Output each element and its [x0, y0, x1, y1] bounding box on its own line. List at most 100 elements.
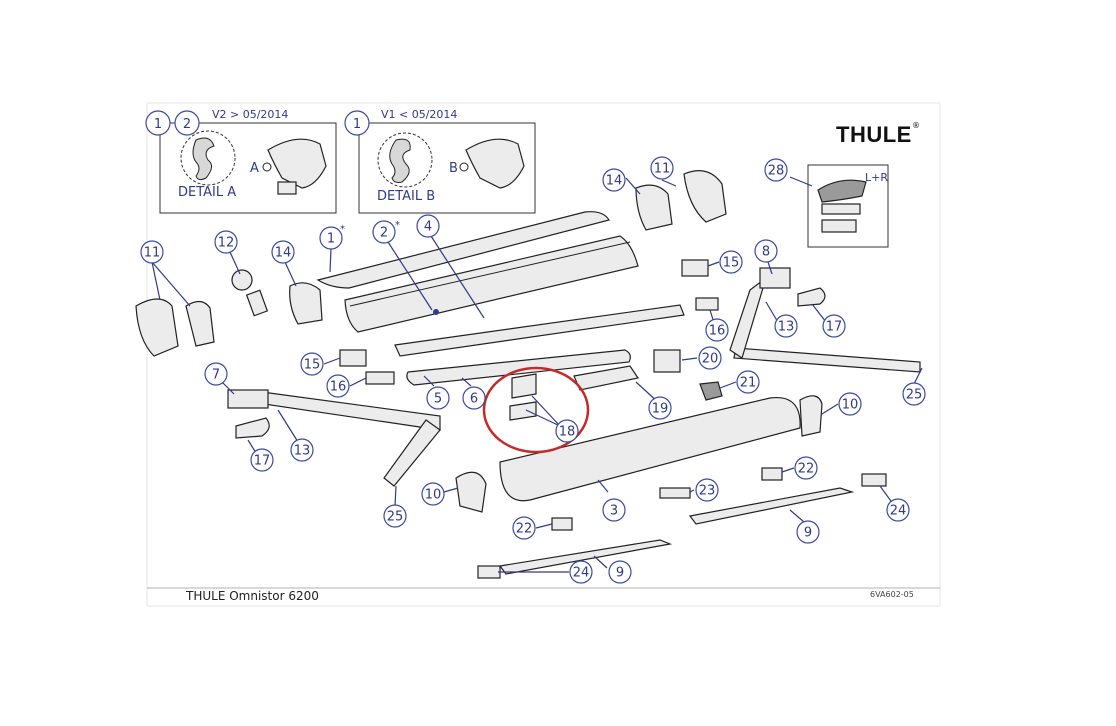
callout-bubble — [555, 419, 579, 443]
callout-bubble — [462, 386, 486, 410]
callout-number: 16 — [709, 324, 726, 339]
footer-code: 6VA602-05 — [870, 590, 914, 599]
callout-22a: 22 — [794, 456, 818, 480]
part-1-cover — [316, 211, 610, 289]
callout-4: 4 — [416, 214, 440, 238]
part-6-roller — [406, 349, 631, 386]
callout-28: 28 — [764, 158, 788, 182]
callout-bubble — [140, 240, 164, 264]
callout-16a: 16 — [705, 318, 729, 342]
star-mark-1: * — [340, 224, 345, 235]
callout-number: 10 — [425, 488, 442, 503]
callout-11a: 11 — [140, 240, 164, 264]
detail-a-bubble-1 — [145, 110, 171, 136]
callout-15a: 15 — [719, 250, 743, 274]
detail-a-version: V2 > 05/2014 — [212, 108, 288, 121]
callout-number: 19 — [652, 402, 669, 417]
right-arm-upper — [729, 276, 768, 359]
callout-bubble — [214, 230, 238, 254]
kit-28-panel: L+R — [807, 164, 889, 248]
callout-23: 23 — [695, 478, 719, 502]
part-11-left — [135, 298, 179, 357]
callout-number: 15 — [723, 256, 740, 271]
part-9-rail-right — [688, 487, 855, 525]
callout-bubble — [794, 456, 818, 480]
kit-28-bracket-icon — [817, 179, 867, 203]
callout-number: 24 — [573, 566, 590, 581]
callout-18: 18 — [555, 419, 579, 443]
callout-number: 6 — [470, 392, 478, 407]
part-22-right — [761, 467, 783, 481]
detail-a-panel: 1 2 V2 > 05/2014 DETAIL A A — [145, 108, 337, 214]
callout-bubble — [838, 392, 862, 416]
part-7-shoulder — [227, 389, 269, 409]
callout-number: 5 — [434, 392, 442, 407]
part-8-shoulder — [759, 267, 791, 289]
callout-8: 8 — [754, 239, 778, 263]
callout-6: 6 — [462, 386, 486, 410]
detail-b-bubble-1-label: 1 — [353, 117, 361, 132]
callout-bubble — [372, 220, 396, 244]
part-11-left-b — [185, 300, 215, 347]
callout-bubble — [326, 374, 350, 398]
left-arm-upper — [261, 391, 441, 431]
part-19-bracket — [573, 365, 639, 391]
callout-5: 5 — [426, 386, 450, 410]
callout-number: 18 — [559, 425, 576, 440]
callout-number: 14 — [275, 246, 292, 261]
callout-number: 25 — [387, 510, 404, 525]
part-15-left — [339, 349, 367, 367]
detail-b-label: DETAIL B — [377, 189, 435, 204]
callout-bubble — [774, 314, 798, 338]
detail-b-marker-dot — [459, 162, 469, 172]
thule-logo-mark: ® — [912, 121, 920, 130]
detail-a-marker-dot — [262, 162, 272, 172]
callout-bubble — [602, 498, 626, 522]
detail-a-zoom-circle — [180, 130, 236, 186]
callout-bubble — [290, 438, 314, 462]
insert-a-icon — [277, 181, 297, 195]
detail-b-profile-icon — [389, 138, 411, 183]
callout-number: 25 — [906, 388, 923, 403]
callout-bubble — [204, 362, 228, 386]
highlight-ring-part-18 — [482, 366, 590, 454]
callout-15b: 15 — [300, 352, 324, 376]
callout-bubble — [902, 382, 926, 406]
detail-a-label: DETAIL A — [178, 185, 236, 200]
callout-17b: 17 — [250, 448, 274, 472]
part-3-front-bar — [499, 396, 801, 502]
callout-number: 14 — [606, 174, 623, 189]
callout-number: 7 — [212, 368, 220, 383]
callout-number: 20 — [702, 352, 719, 367]
part-18-clip-base — [509, 401, 537, 421]
callout-number: 8 — [762, 245, 770, 260]
callout-bubble — [383, 504, 407, 528]
detail-a-bubble-2-label: 2 — [183, 117, 191, 132]
callout-number: 9 — [616, 566, 624, 581]
callout-10b: 10 — [421, 482, 445, 506]
kit-28-note: L+R — [865, 171, 888, 184]
callout-number: 13 — [778, 320, 795, 335]
awning-parts — [135, 170, 921, 579]
detail-b-version: V1 < 05/2014 — [381, 108, 457, 121]
callout-bubble — [764, 158, 788, 182]
callout-bubble — [650, 156, 674, 180]
part-12-shaft — [245, 289, 269, 317]
footer-title: THULE Omnistor 6200 — [185, 589, 319, 603]
callout-number: 11 — [654, 162, 671, 177]
callout-number: 16 — [330, 380, 347, 395]
callout-10a: 10 — [838, 392, 862, 416]
part-18-clip — [511, 373, 537, 399]
detail-a-bubble-2 — [174, 110, 200, 136]
part-24-right — [861, 473, 887, 487]
callout-12: 12 — [214, 230, 238, 254]
thule-logo: THULE — [836, 122, 912, 147]
callout-number: 17 — [826, 320, 843, 335]
detail-a-profile-icon — [192, 137, 215, 181]
callout-bubble — [648, 396, 672, 420]
callout-bubble — [426, 386, 450, 410]
callout-bubble — [822, 314, 846, 338]
detail-b-bubble-1 — [344, 110, 370, 136]
part-14-right — [635, 184, 673, 231]
callout-number: 28 — [768, 164, 785, 179]
